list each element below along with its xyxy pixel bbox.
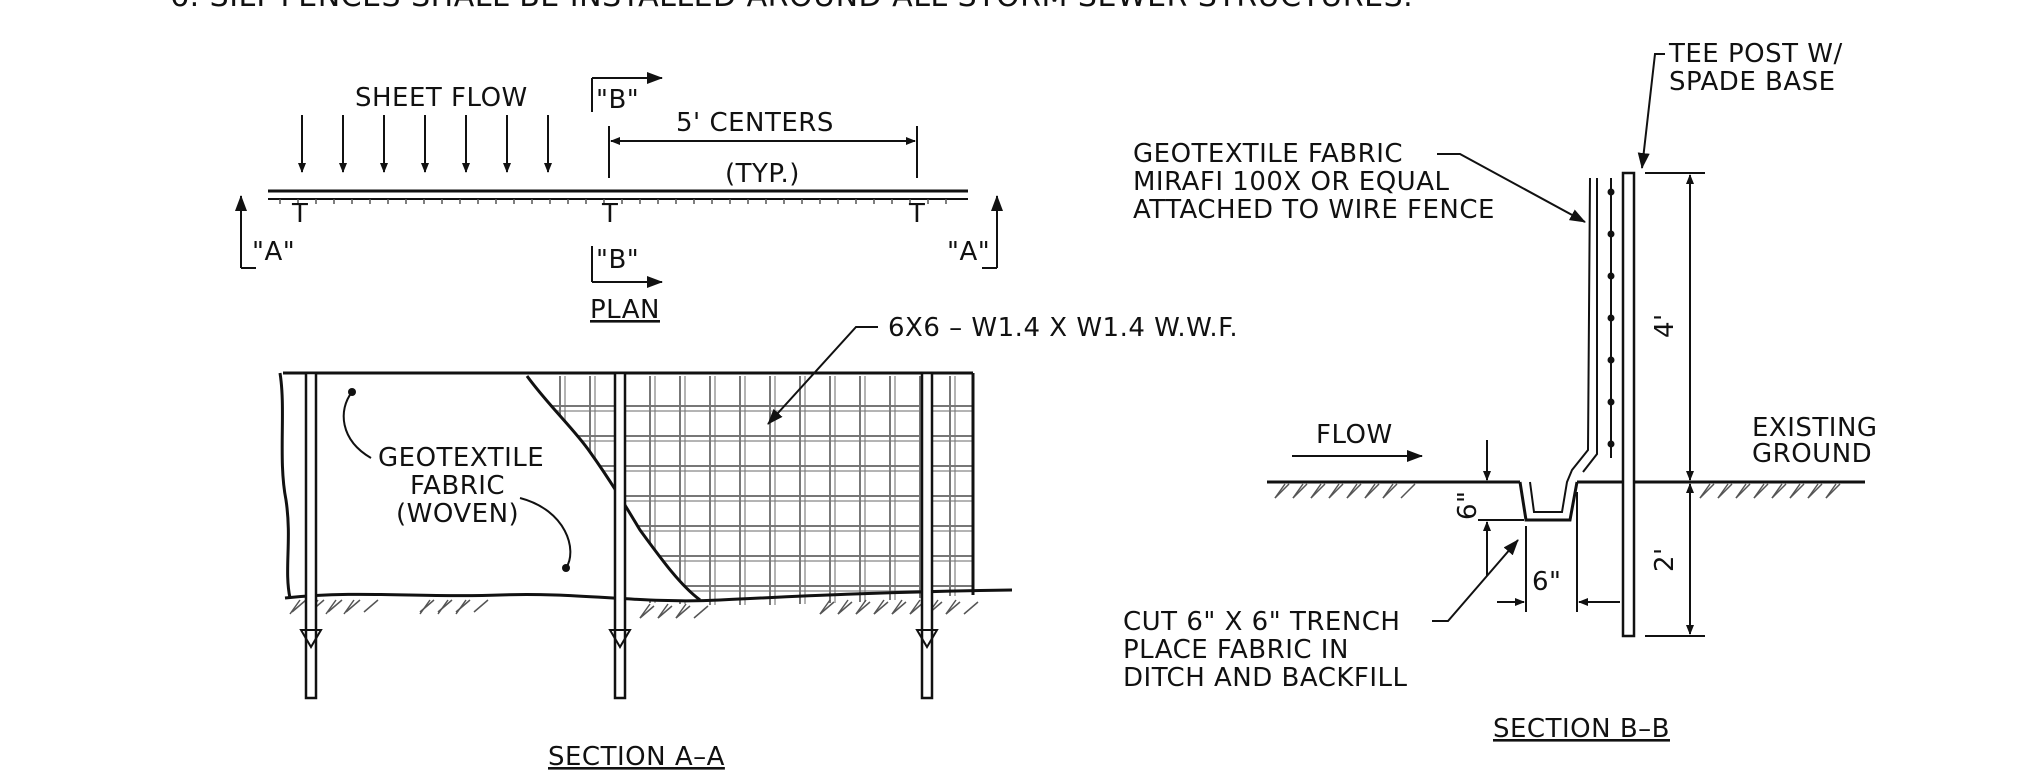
geotextile-fabric-section <box>1529 177 1591 513</box>
section-a-title: SECTION A–A <box>548 742 725 772</box>
centers-label: 5' CENTERS <box>676 108 834 138</box>
section-b-fabric-line1: GEOTEXTILE FABRIC <box>1133 139 1403 169</box>
marker-a-right: "A" <box>947 237 990 267</box>
trench-note-line1: CUT 6" X 6" TRENCH <box>1123 607 1400 637</box>
post-symbol-2: T <box>601 199 618 229</box>
section-a-marker-left <box>235 195 256 269</box>
marker-b-top: "B" <box>596 85 639 115</box>
height-dimensions <box>1645 172 1705 637</box>
centers-dimension <box>608 126 918 178</box>
wire-fence-ties <box>1607 178 1615 458</box>
section-b-marker-top <box>591 72 663 112</box>
tee-post-label-line2: SPADE BASE <box>1669 67 1836 97</box>
flow-label: FLOW <box>1316 420 1393 450</box>
wwf-label: 6X6 – W1.4 X W1.4 W.W.F. <box>888 313 1238 343</box>
trench-note-line3: DITCH AND BACKFILL <box>1123 663 1408 693</box>
header-note: 6. SILT FENCES SHALL BE INSTALLED AROUND… <box>170 0 1413 14</box>
fabric-leader-1 <box>342 391 372 459</box>
fabric-label-line3: (WOVEN) <box>396 499 519 529</box>
section-b-marker-bottom <box>591 246 663 288</box>
existing-ground-line2: GROUND <box>1752 439 1872 469</box>
trench-width-dimension <box>1497 492 1620 612</box>
sheet-flow-arrows <box>298 115 552 173</box>
trench <box>1518 481 1579 522</box>
dim-6in-vertical: 6" <box>1453 490 1483 520</box>
tee-post-label-line1: TEE POST W/ <box>1668 39 1843 69</box>
fabric-label-line1: GEOTEXTILE <box>378 443 544 473</box>
tee-post <box>1621 171 1636 638</box>
section-b-fabric-line3: ATTACHED TO WIRE FENCE <box>1133 195 1495 225</box>
section-a-marker-right <box>982 195 1003 269</box>
fence-post-2 <box>608 371 632 700</box>
trench-note-leader <box>1432 539 1519 622</box>
plan-fence-line <box>268 189 968 204</box>
section-b-view: 4' 2' 6" 6" TEE POST W/ SPADE BASE GEOTE… <box>1123 39 1878 744</box>
section-b-title: SECTION B–B <box>1493 714 1670 744</box>
section-a-view: GEOTEXTILE FABRIC (WOVEN) 6X6 – W1.4 X W… <box>278 313 1238 772</box>
section-b-fabric-line2: MIRAFI 100X OR EQUAL <box>1133 167 1449 197</box>
trench-note-line2: PLACE FABRIC IN <box>1123 635 1349 665</box>
plan-title: PLAN <box>590 295 660 325</box>
trench-depth-dimension <box>1478 440 1524 576</box>
existing-ground-line1: EXISTING <box>1752 413 1878 443</box>
ground-hatch-a <box>291 599 979 619</box>
marker-b-bottom: "B" <box>596 245 639 275</box>
plan-view: SHEET FLOW T T T 5' CENTERS (TYP.) <box>235 72 1003 325</box>
wwf-leader <box>767 326 878 425</box>
dim-6in-horizontal: 6" <box>1532 567 1562 597</box>
fabric-label-line2: FABRIC <box>410 471 505 501</box>
tee-post-leader <box>1637 53 1665 169</box>
typ-label: (TYP.) <box>725 159 800 189</box>
dim-4ft: 4' <box>1650 313 1680 338</box>
ground-hatch-b <box>1274 483 1841 499</box>
post-symbol-3: T <box>908 199 925 229</box>
fabric-leader-2 <box>519 497 572 569</box>
sheet-flow-label: SHEET FLOW <box>355 83 528 113</box>
section-b-fabric-leader <box>1437 153 1586 223</box>
fence-post-3 <box>915 371 939 700</box>
post-symbol-1: T <box>291 199 308 229</box>
marker-a-left: "A" <box>252 237 295 267</box>
dim-2ft: 2' <box>1650 547 1680 572</box>
fence-post-1 <box>299 371 323 700</box>
